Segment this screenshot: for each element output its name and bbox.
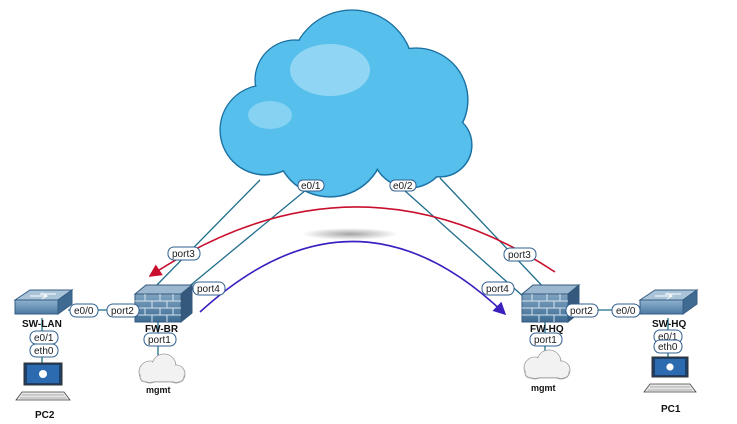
cloud-port-left[interactable]: e0/1 (297, 179, 325, 192)
sw-hq-port-e00[interactable]: e0/0 (611, 303, 641, 318)
svg-text:port1: port1 (534, 335, 557, 346)
switch-icon[interactable] (13, 289, 74, 315)
apple-pc-icon[interactable] (643, 356, 697, 393)
mgmt-left-label: mgmt (146, 385, 171, 395)
arrow-red-hq-to-br (148, 206, 556, 277)
link-fw-hq-port3-cloud (439, 177, 549, 293)
fw-hq-port1[interactable]: port1 (529, 332, 563, 347)
fw-br-port4[interactable]: port4 (192, 281, 226, 296)
svg-text:port3: port3 (172, 249, 195, 260)
sw-hq-label: SW-HQ (652, 319, 686, 330)
svg-text:e0/1: e0/1 (34, 333, 54, 344)
svg-text:port4: port4 (197, 284, 220, 295)
svg-text:e0/2: e0/2 (393, 181, 413, 192)
mgmt-cloud-icon[interactable] (138, 353, 186, 384)
svg-text:e0/1: e0/1 (658, 332, 678, 343)
fw-br-label: FW-BR (145, 324, 179, 335)
svg-text:eth0: eth0 (34, 346, 54, 357)
pc1-label: PC1 (661, 404, 681, 415)
svg-text:port1: port1 (148, 335, 171, 346)
switch-icon[interactable] (638, 289, 699, 315)
apple-pc-icon[interactable] (15, 362, 71, 401)
sw-lan-label: SW-LAN (22, 319, 62, 330)
links (41, 177, 669, 365)
pc1-eth0[interactable]: eth0 (653, 339, 683, 354)
svg-text:e0/0: e0/0 (616, 306, 636, 317)
link-fw-hq-port4-cloud (394, 181, 526, 299)
fw-hq-port4[interactable]: port4 (481, 281, 515, 296)
mgmt-right-label: mgmt (531, 383, 556, 393)
cloud-shadow (302, 228, 398, 240)
fw-hq-port3[interactable]: port3 (503, 247, 537, 262)
svg-text:port3: port3 (508, 250, 531, 261)
internet-cloud-icon (219, 9, 473, 198)
svg-text:e0/1: e0/1 (301, 181, 321, 192)
svg-text:port4: port4 (486, 284, 509, 295)
svg-text:port2: port2 (570, 306, 593, 317)
fw-hq-port2[interactable]: port2 (565, 303, 599, 318)
svg-text:port2: port2 (111, 306, 134, 317)
sw-lan-port-e01[interactable]: e0/1 (29, 330, 59, 345)
svg-text:e0/0: e0/0 (74, 306, 94, 317)
link-fw-br-port3-cloud (149, 179, 261, 293)
pc2-eth0[interactable]: eth0 (29, 343, 59, 358)
pc2-label: PC2 (35, 410, 55, 421)
fw-br-port3[interactable]: port3 (167, 246, 201, 261)
fw-br-port2[interactable]: port2 (106, 303, 140, 318)
fw-hq-label: FW-HQ (530, 324, 564, 335)
arrow-blue-br-to-hq (199, 240, 507, 316)
fw-br-port1[interactable]: port1 (143, 332, 177, 347)
cloud-port-right[interactable]: e0/2 (389, 179, 417, 192)
link-fw-br-port4-cloud (174, 184, 313, 299)
sw-lan-port-e00[interactable]: e0/0 (69, 303, 99, 318)
firewall-icon[interactable] (133, 283, 194, 324)
svg-text:eth0: eth0 (658, 342, 678, 353)
mgmt-cloud-icon[interactable] (523, 349, 571, 380)
